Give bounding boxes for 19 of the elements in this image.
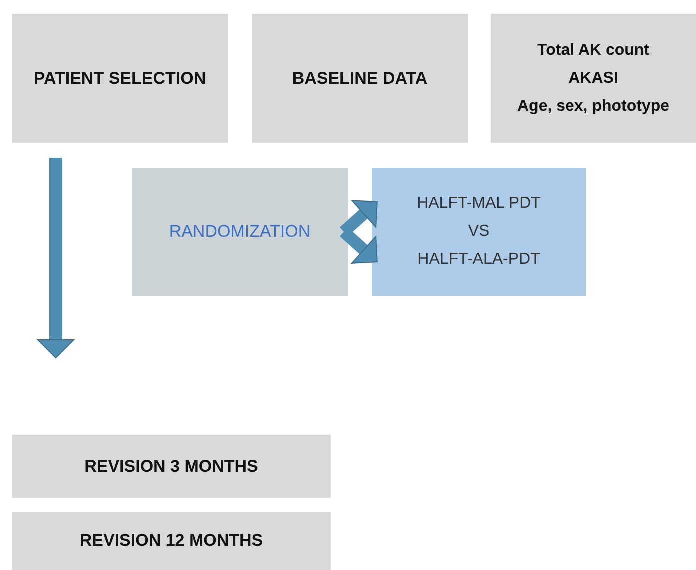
box-label: RANDOMIZATION [169,222,311,242]
process-box [12,14,228,143]
box-label: REVISION 12 MONTHS [80,531,264,551]
box-label: VS [468,223,490,241]
process-box [252,14,468,143]
box-label: HALFT-MAL PDT [417,195,541,213]
process-box [132,168,348,296]
box-label: HALFT-ALA-PDT [418,251,540,269]
process-box [372,168,586,296]
process-box [491,14,696,143]
box-label: Total AK count [538,42,650,60]
box-label: AKASI [568,70,618,88]
box-label: Age, sex, phototype [517,98,670,116]
process-box [12,512,331,570]
box-label: PATIENT SELECTION [34,68,206,88]
box-label: REVISION 3 MONTHS [84,456,258,476]
process-box [12,435,331,498]
box-label: BASELINE DATA [292,68,428,88]
arrow [38,158,74,358]
